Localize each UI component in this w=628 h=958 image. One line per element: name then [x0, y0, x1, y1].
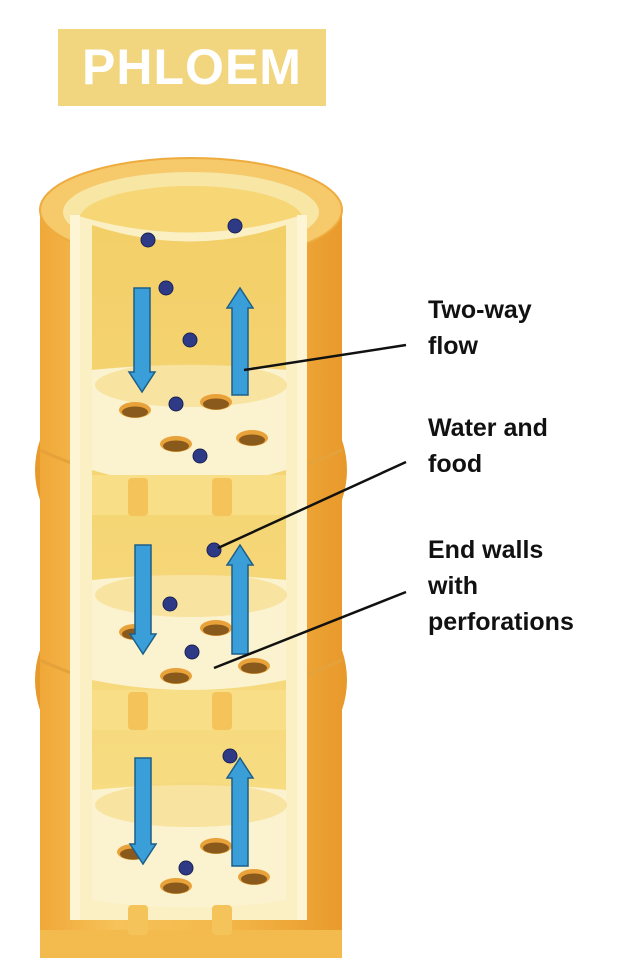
food-particle	[192, 448, 208, 464]
food-particle	[182, 332, 198, 348]
arrow-down-segment-2	[128, 544, 158, 656]
food-particle	[178, 860, 194, 876]
food-particle	[162, 596, 178, 612]
perforation	[236, 430, 268, 446]
label-two-way-flow-line-2: flow	[428, 332, 478, 360]
leader-line-two-way-flow	[243, 343, 407, 372]
perforations	[117, 394, 270, 894]
sieve-plate-top	[92, 363, 287, 485]
arrow-down-segment-3	[128, 757, 158, 866]
food-particle	[168, 396, 184, 412]
perforation	[238, 869, 270, 885]
food-particle	[206, 542, 222, 558]
label-end-walls: End walls with perforations	[428, 532, 574, 640]
arrow-down-segment-1	[127, 287, 157, 394]
food-particle	[140, 232, 156, 248]
page-title: PHLOEM	[82, 39, 302, 95]
label-two-way-flow-line-1: Two-way	[428, 296, 532, 324]
food-particle	[158, 280, 174, 296]
perforation	[238, 658, 270, 674]
perforation	[200, 394, 232, 410]
flow-arrows	[127, 286, 255, 867]
sieve-plate-bottom	[92, 690, 287, 935]
food-particle	[227, 218, 243, 234]
label-water-food-line-1: Water and	[428, 414, 548, 442]
arrow-up-segment-3	[225, 756, 255, 867]
perforation	[160, 436, 192, 452]
leader-lines	[213, 343, 407, 670]
perforation	[200, 838, 232, 854]
perforation	[160, 878, 192, 894]
food-particle	[184, 644, 200, 660]
arrow-up-segment-1	[225, 286, 255, 396]
food-particle	[222, 748, 238, 764]
label-water-food-line-2: food	[428, 450, 483, 478]
label-end-walls-line-1: End walls	[428, 536, 544, 564]
food-particles	[140, 218, 243, 876]
leader-line-end-walls	[213, 590, 407, 670]
label-end-walls-line-3: perforations	[428, 608, 574, 636]
arrow-up-segment-2	[225, 543, 255, 655]
label-water-food: Water and food	[428, 410, 548, 482]
label-two-way-flow: Two-way flow	[428, 292, 532, 364]
perforation	[119, 402, 151, 418]
leader-line-water-food	[217, 460, 407, 550]
label-end-walls-line-2: with	[428, 572, 478, 600]
title-banner: PHLOEM	[58, 29, 326, 106]
perforation	[160, 668, 192, 684]
perforation	[200, 620, 232, 636]
